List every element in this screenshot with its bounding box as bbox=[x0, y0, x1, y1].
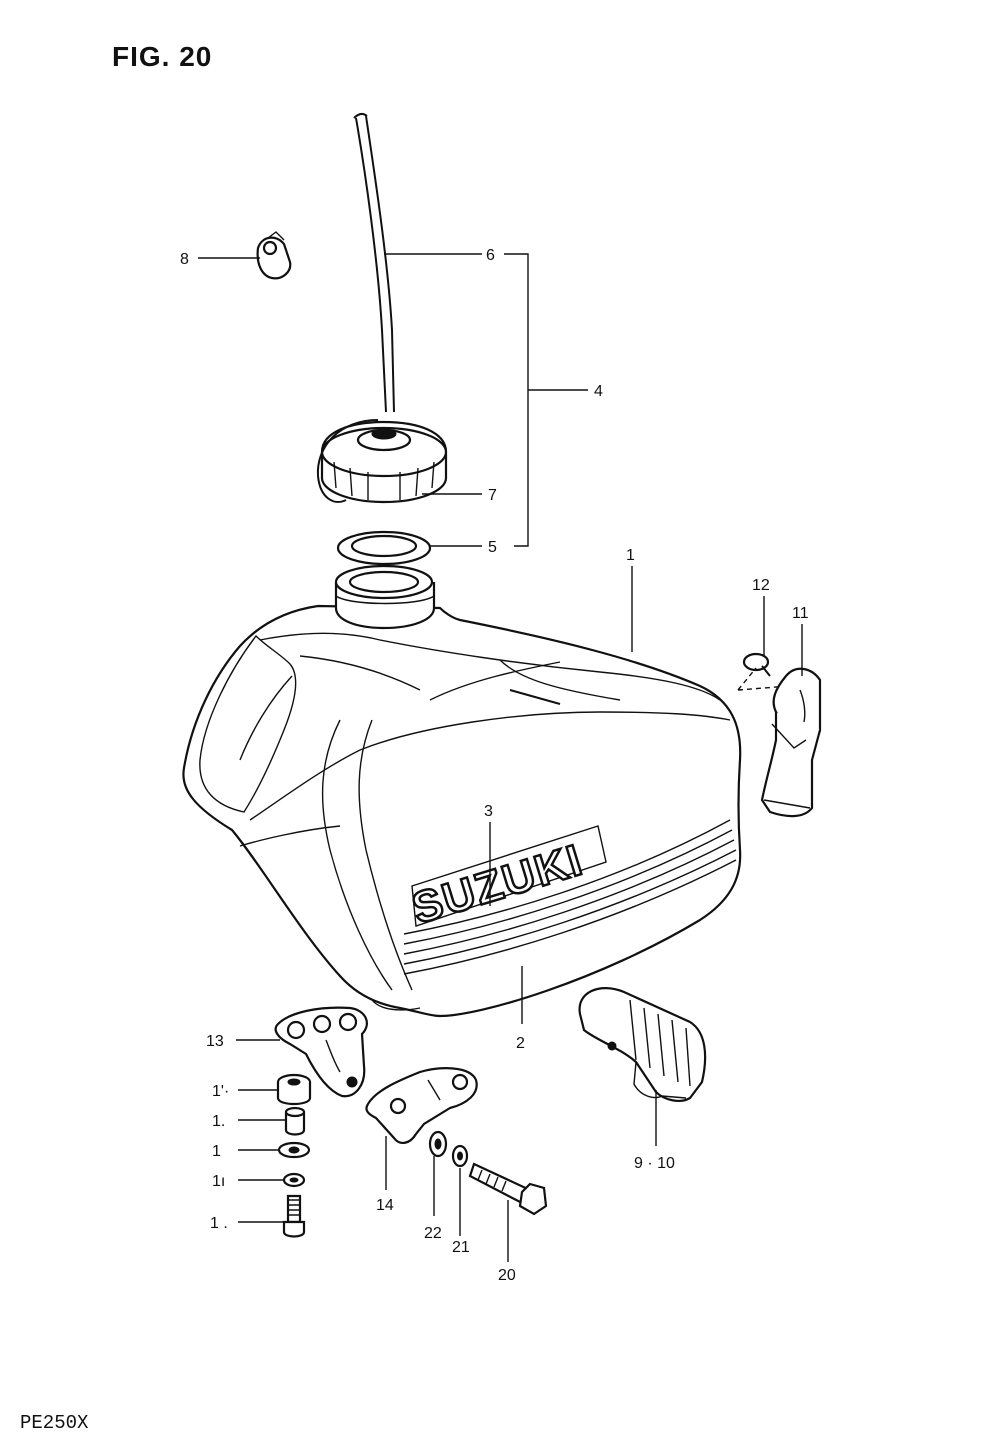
callout-16: 1. bbox=[212, 1113, 225, 1130]
callout-1: 1 bbox=[626, 547, 635, 564]
screw bbox=[737, 652, 791, 691]
callout-21: 21 bbox=[452, 1239, 470, 1256]
callout-9-10: 9 · 10 bbox=[634, 1155, 675, 1172]
callouts: 8 6 4 7 5 1 3 2 12 11 9 · 10 13 1'· 1. 1… bbox=[180, 247, 809, 1284]
tank-bracket bbox=[760, 667, 822, 818]
callout-18: 1ı bbox=[212, 1173, 225, 1190]
callout-6: 6 bbox=[486, 247, 495, 264]
leader-lines bbox=[198, 253, 803, 1262]
breather-hose bbox=[353, 112, 395, 413]
callout-5: 5 bbox=[488, 539, 497, 556]
fuel-tank: SUZUKI bbox=[182, 564, 742, 1018]
cap-gasket bbox=[336, 530, 432, 566]
callout-8: 8 bbox=[180, 251, 189, 268]
mounting-bolt bbox=[468, 1162, 548, 1216]
callout-7: 7 bbox=[488, 487, 497, 504]
callout-3: 3 bbox=[484, 803, 493, 820]
callout-13: 13 bbox=[206, 1033, 224, 1050]
callout-22: 22 bbox=[424, 1225, 442, 1242]
callout-19: 1 . bbox=[210, 1215, 228, 1232]
callout-20: 20 bbox=[498, 1267, 516, 1284]
model-code: PE250X bbox=[20, 1412, 89, 1434]
callout-11: 11 bbox=[792, 605, 809, 622]
hose-clamp bbox=[256, 231, 292, 280]
callout-17: 1 bbox=[212, 1143, 221, 1160]
callout-14: 14 bbox=[376, 1197, 394, 1214]
mounting-plate-front bbox=[274, 1006, 368, 1098]
callout-2: 2 bbox=[516, 1035, 525, 1052]
callout-12: 12 bbox=[752, 577, 770, 594]
callout-4: 4 bbox=[594, 383, 603, 400]
fuel-cap bbox=[316, 419, 448, 504]
figure-title: FIG. 20 bbox=[112, 41, 212, 72]
mounting-plate-rear bbox=[365, 1067, 478, 1144]
tank-cushion bbox=[578, 987, 707, 1102]
fastener-stack bbox=[276, 1073, 312, 1238]
callout-15: 1'· bbox=[212, 1083, 229, 1100]
bolt-washers bbox=[428, 1130, 469, 1168]
